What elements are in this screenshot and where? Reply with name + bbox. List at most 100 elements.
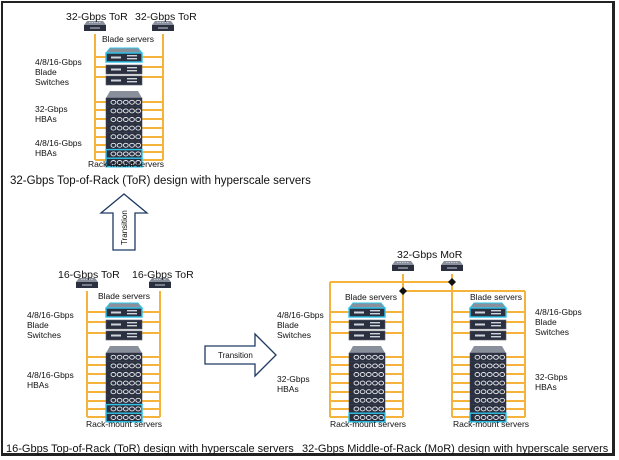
tor-switch-label: 16-Gbps ToR <box>132 269 194 281</box>
side-label-line: HBAs <box>35 114 57 124</box>
rack-server-fan-pattern <box>110 372 142 377</box>
rack-server-fan-pattern <box>474 406 506 412</box>
rack-mount-servers <box>469 346 507 423</box>
blade-body <box>348 319 386 330</box>
blade-servers-label: Blade servers <box>345 292 397 302</box>
rack-server-fan-pattern <box>110 415 142 420</box>
blade-slot <box>475 334 485 337</box>
rack-server-fan-pattern <box>474 363 506 369</box>
rack-server-fan-pattern <box>110 354 142 360</box>
blade-slot <box>111 334 121 337</box>
rack-server-fan-pattern <box>353 363 385 369</box>
blade-slot <box>370 313 380 315</box>
rack-server-fan-pattern <box>110 380 142 386</box>
rack-servers-label: Rack-mount servers <box>86 419 162 429</box>
rack-server-unit <box>348 412 386 423</box>
br-devices <box>347 278 508 423</box>
blade-slot <box>111 79 121 82</box>
side-label-line: 4/8/16-Gbps <box>535 307 582 317</box>
blade-body <box>469 330 507 341</box>
top-devices <box>104 47 144 168</box>
blade-body <box>469 307 507 318</box>
rack-server-unit <box>348 387 386 397</box>
side-label-line: HBAs <box>535 382 557 392</box>
rack-server-fan-pattern <box>353 389 385 395</box>
rack-server-fan-pattern <box>353 397 385 403</box>
blade-switch <box>105 75 143 86</box>
side-label-line: 32-Gbps <box>535 372 568 382</box>
transition-up-label: Transition <box>120 210 129 245</box>
blade-slot <box>370 336 380 338</box>
rack-server-fan-pattern <box>110 160 142 165</box>
rack-top <box>349 346 385 353</box>
rack-server-unit <box>348 378 386 388</box>
side-label-line: Switches <box>27 330 61 340</box>
bottom-right-diagram: 32-Gbps MoR Blade servers Blade servers … <box>277 249 609 455</box>
rack-top <box>106 346 142 353</box>
blade-slot <box>370 322 380 324</box>
side-label-line: Blade <box>535 317 557 327</box>
blade-slot <box>111 56 121 59</box>
blade-servers-label: Blade servers <box>470 292 522 302</box>
blade-slot <box>354 323 364 326</box>
rack-server-unit <box>469 412 507 423</box>
side-label-line: Switches <box>535 327 569 337</box>
side-label-line: HBAs <box>27 380 49 390</box>
blade-slot <box>111 323 121 326</box>
side-label-line: Blade <box>27 320 49 330</box>
blade-slot <box>491 333 501 335</box>
side-label-line: 4/8/16-Gbps <box>27 310 74 320</box>
tor-switch-label: 16-Gbps ToR <box>58 269 120 281</box>
rack-server-unit <box>348 404 386 414</box>
blade-slot <box>127 333 137 335</box>
tor-switch-label: 32-Gbps ToR <box>66 11 128 23</box>
top-caption: 32-Gbps Top-of-Rack (ToR) design with hy… <box>10 175 311 187</box>
rack-servers-label: Rack-mount servers <box>330 419 406 429</box>
blade-top <box>104 302 144 309</box>
rack-top <box>106 91 142 98</box>
blade-slot <box>491 322 501 324</box>
blade-top <box>104 47 144 54</box>
blade-body <box>469 319 507 330</box>
transition-right-arrow: Transition <box>204 332 277 378</box>
side-label-line: Switches <box>277 330 311 340</box>
rack-server-unit <box>105 412 143 423</box>
bottom-left-diagram: 16-Gbps ToR 16-Gbps ToR Blade servers 4/… <box>6 269 294 455</box>
blade-switch <box>468 302 508 318</box>
blade-body <box>105 307 143 318</box>
blade-slot <box>127 336 137 338</box>
transition-up-arrow: Transition <box>99 193 149 251</box>
blade-switch <box>469 319 507 330</box>
blade-switch <box>104 302 144 318</box>
rack-server-fan-pattern <box>353 406 385 412</box>
rack-server-fan-pattern <box>353 354 385 360</box>
blade-body <box>105 319 143 330</box>
rack-mount-servers <box>105 346 143 423</box>
rack-server-fan-pattern <box>110 125 142 131</box>
blade-body <box>105 52 143 63</box>
blade-slot <box>370 333 380 335</box>
mor-switch-label: 32-Gbps MoR <box>397 249 463 261</box>
junction-diamond <box>399 287 407 295</box>
blade-slot <box>127 325 137 327</box>
blade-body <box>348 330 386 341</box>
br-links <box>329 274 526 418</box>
rack-server-fan-pattern <box>353 415 385 420</box>
blade-switch <box>104 47 144 63</box>
blade-switch <box>348 330 386 341</box>
side-label-line: 4/8/16-Gbps <box>35 138 82 148</box>
rack-server-fan-pattern <box>110 151 142 157</box>
blade-slot <box>491 310 501 312</box>
blade-slot <box>370 325 380 327</box>
rack-server-fan-pattern <box>110 108 142 114</box>
rack-server-fan-pattern <box>110 99 142 105</box>
rack-server-fan-pattern <box>110 363 142 369</box>
rack-server-fan-pattern <box>353 380 385 386</box>
blade-body <box>105 75 143 86</box>
rack-server-fan-pattern <box>474 372 506 377</box>
blade-switch <box>469 330 507 341</box>
blade-switch <box>348 319 386 330</box>
blade-slot <box>127 70 137 72</box>
rack-server-unit <box>348 395 386 405</box>
rack-server-fan-pattern <box>110 117 142 122</box>
